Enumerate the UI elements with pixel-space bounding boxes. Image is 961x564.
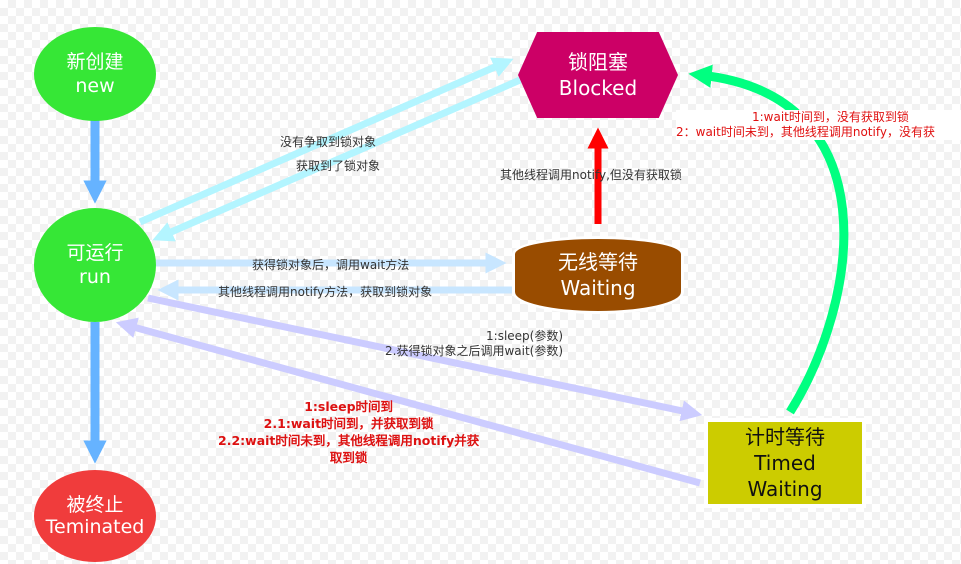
arrow-run-to-timed (147, 294, 703, 422)
label-run-to-timed-line2: 2.获得锁对象之后调用wait(参数) (385, 344, 564, 358)
state-blocked-line1: 锁阻塞 (568, 50, 628, 74)
label-timed-to-run-line4: 取到锁 (329, 450, 368, 465)
state-runnable-line1: 可运行 (66, 242, 124, 264)
label-timed-to-blocked-line2: 2：wait时间未到，其他线程调用notify，没有获 (676, 125, 935, 139)
state-new: 新创建 new (34, 27, 156, 121)
label-run-to-timed-line1: 1:sleep(参数) (486, 329, 564, 343)
label-run-to-waiting: 获得锁对象后，调用wait方法 (252, 258, 410, 272)
state-timed-line2: Timed (754, 451, 816, 475)
label-waiting-to-blocked: 其他线程调用notify,但没有获取锁 (500, 168, 682, 182)
state-waiting-line2: Waiting (560, 276, 636, 300)
label-timed-to-run: 1:sleep时间到 2.1:wait时间到，并获取到锁 2.2:wait时间未… (218, 398, 479, 466)
state-terminated-line2: Teminated (45, 516, 145, 538)
state-blocked-line2: Blocked (558, 76, 638, 100)
state-terminated-line1: 被终止 (66, 494, 124, 516)
state-new-line1: 新创建 (66, 51, 124, 73)
label-timed-to-blocked: 1:wait时间到，没有获取到锁 2：wait时间未到，其他线程调用notify… (676, 110, 961, 140)
arrow-blocked-to-run (152, 76, 522, 242)
state-timed-waiting: 计时等待 Timed Waiting (704, 418, 866, 508)
state-new-line2: new (75, 75, 115, 97)
label-waiting-to-run: 其他线程调用notify方法，获取到锁对象 (218, 285, 433, 299)
state-timed-line1: 计时等待 (745, 425, 825, 449)
label-timed-to-run-line3: 2.2:wait时间未到，其他线程调用notify并获 (218, 433, 480, 448)
state-waiting-line1: 无线等待 (558, 250, 638, 274)
state-waiting: 无线等待 Waiting (512, 236, 684, 314)
label-run-to-blocked: 没有争取到锁对象 (280, 135, 377, 149)
label-timed-to-blocked-line1: 1:wait时间到，没有获取到锁 (752, 110, 909, 124)
arrow-timed-to-run (115, 317, 701, 487)
label-timed-to-run-line1: 1:sleep时间到 (304, 399, 394, 414)
label-blocked-to-run: 获取到了锁对象 (296, 159, 381, 173)
label-timed-to-run-line2: 2.1:wait时间到，并获取到锁 (263, 416, 434, 431)
state-blocked: 锁阻塞 Blocked (518, 32, 678, 118)
label-run-to-timed: 1:sleep(参数) 2.获得锁对象之后调用wait(参数) (385, 329, 563, 359)
arrow-timed-to-blocked (688, 64, 849, 415)
state-runnable: 可运行 run (34, 208, 156, 322)
state-runnable-line2: run (79, 266, 111, 288)
state-terminated: 被终止 Teminated (34, 470, 156, 562)
state-timed-line3: Waiting (747, 477, 823, 501)
arrow-run-to-blocked (138, 57, 514, 226)
